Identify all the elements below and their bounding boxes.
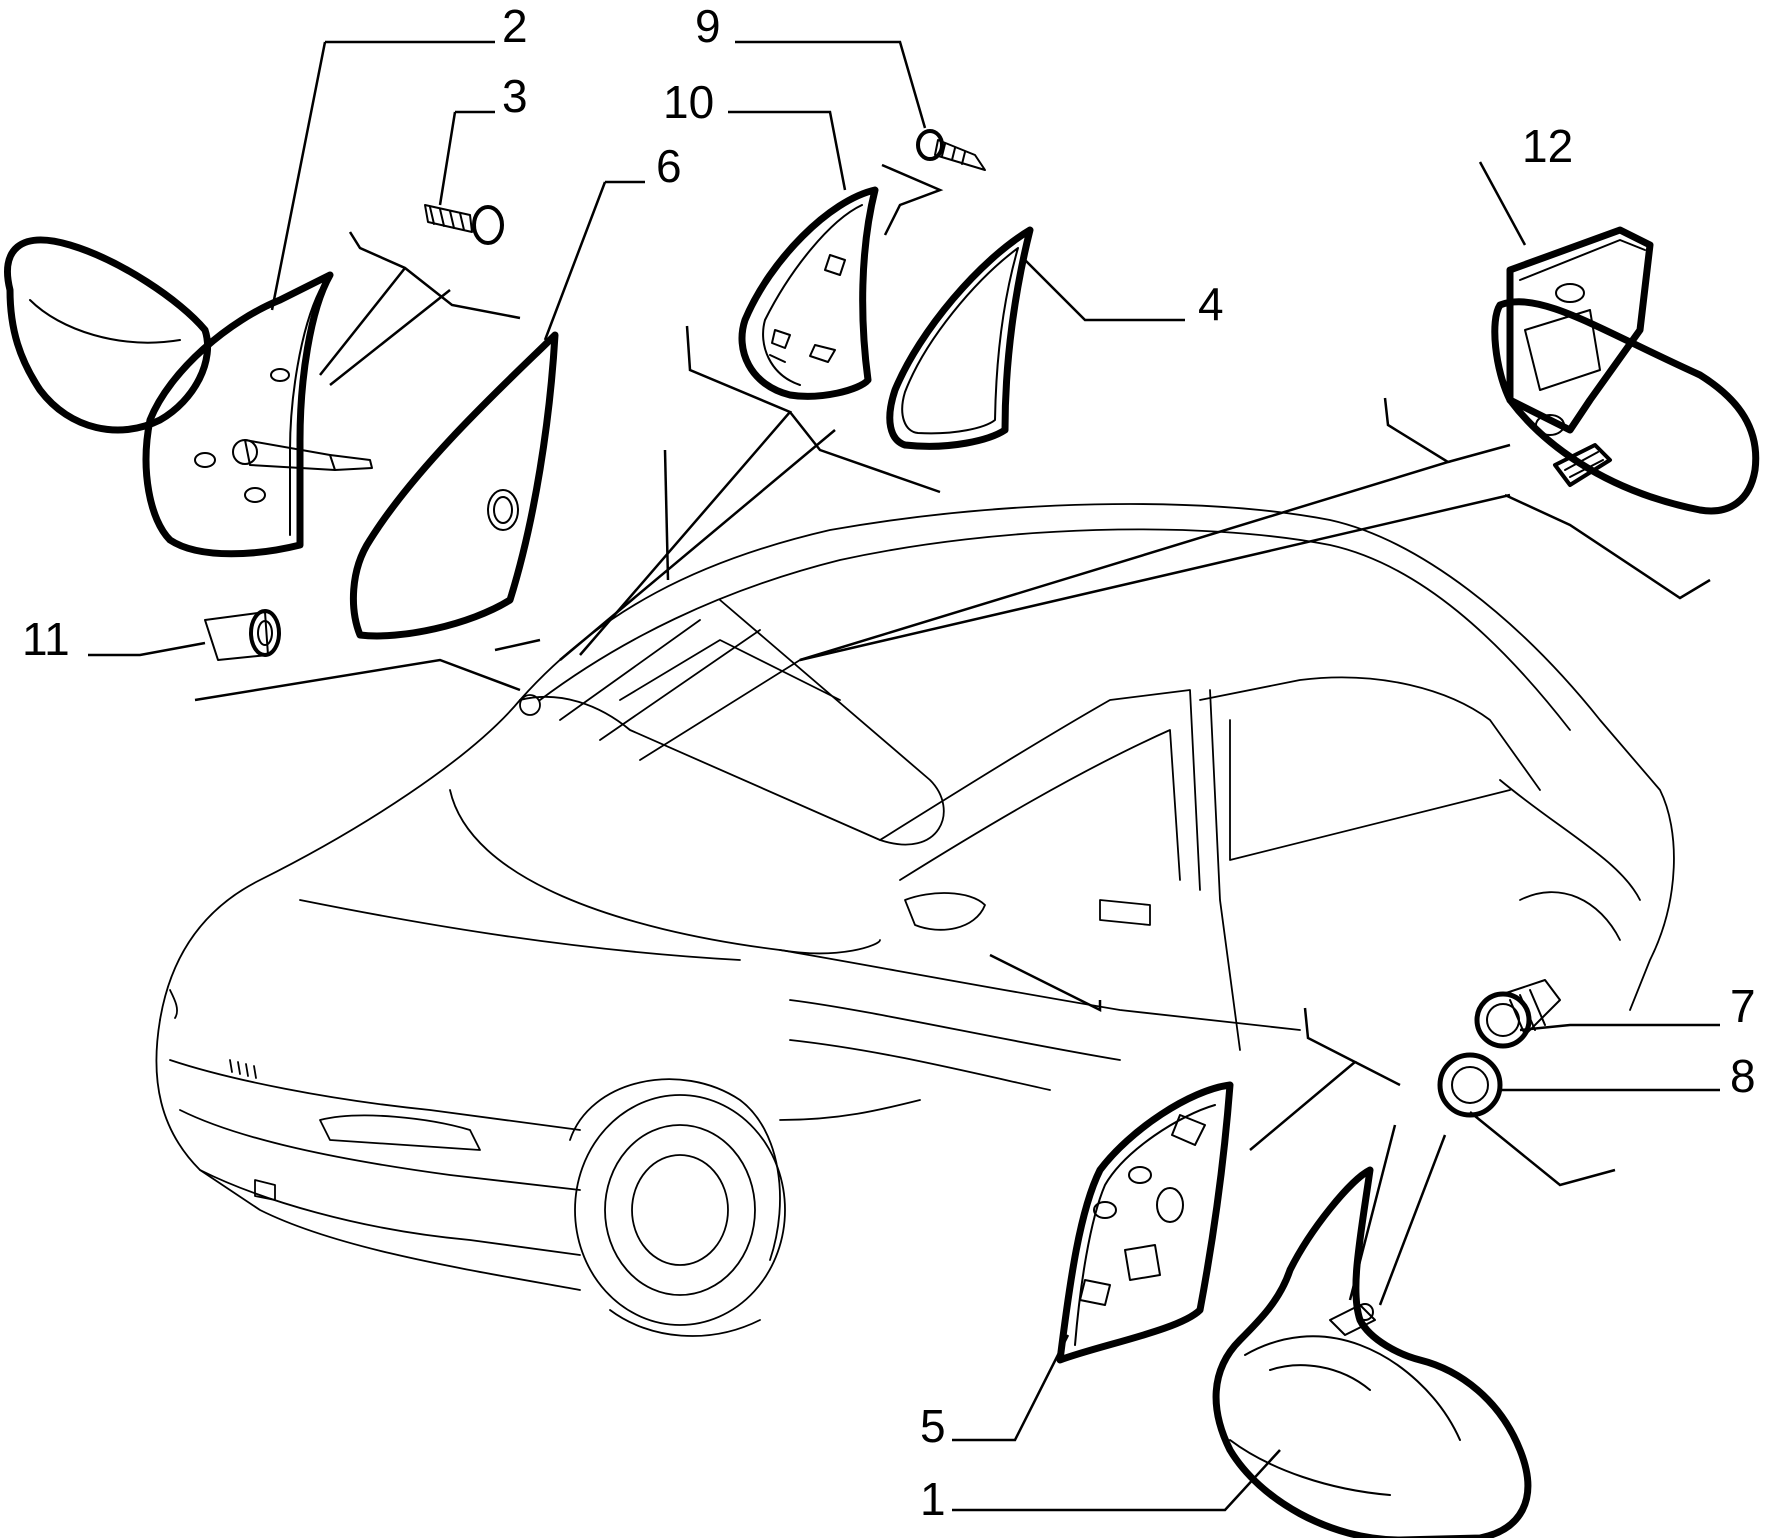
callout-10: 10 (663, 76, 714, 128)
callout-8: 8 (1730, 1050, 1756, 1102)
callout-2: 2 (502, 0, 528, 52)
car-body (155, 503, 1675, 1337)
part-2-mirror-base-left (4, 236, 373, 558)
part-5-mirror-glass-right (1056, 1081, 1234, 1364)
callout-4: 4 (1198, 278, 1224, 330)
part-7-bulb-holder (1474, 979, 1561, 1049)
callout-7: 7 (1730, 980, 1756, 1032)
callout-6: 6 (656, 140, 682, 192)
part-9-screw (916, 129, 986, 171)
part-4-gasket (886, 226, 1034, 450)
part-10-trim-cover (738, 186, 879, 400)
part-8-grommet (1437, 1052, 1503, 1118)
callout-1: 1 (920, 1473, 946, 1525)
part-6-mirror-glass-left (350, 331, 559, 640)
callout-12: 12 (1522, 120, 1573, 172)
callout-3: 3 (502, 70, 528, 122)
part-12-interior-mirror (1491, 226, 1760, 515)
part-1-mirror-assembly-right (1212, 1166, 1532, 1538)
callout-numbers: 2 3 6 9 10 4 12 11 7 8 5 1 (22, 0, 1756, 1525)
assembly-brackets (194, 163, 1711, 1306)
part-11-bushing (204, 609, 281, 661)
callout-9: 9 (695, 0, 721, 52)
callout-11: 11 (22, 613, 70, 665)
part-3-screw (424, 204, 504, 245)
callout-leaders (88, 40, 1720, 1512)
callout-5: 5 (920, 1400, 946, 1452)
